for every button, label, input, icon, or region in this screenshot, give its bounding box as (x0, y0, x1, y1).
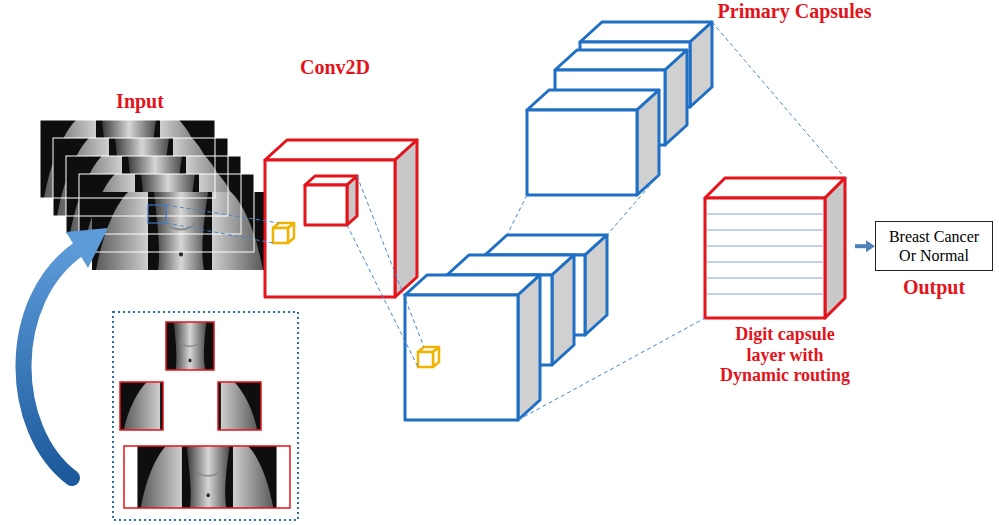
curved-arrow (23, 228, 108, 478)
projection-line (166, 205, 279, 223)
capsule-layer-node: Digit capsule layer with Dynamic routing (715, 176, 855, 386)
projection-line (166, 223, 273, 243)
arrow-head (866, 240, 875, 252)
layer-label: Primary Capsules (712, 0, 877, 23)
digit-capsule-cube (705, 178, 845, 318)
projection-line (357, 176, 424, 347)
capsule-line (707, 294, 823, 295)
cube-side (585, 235, 607, 335)
left-view (120, 382, 163, 430)
capsule-line (707, 262, 823, 263)
capsule-line (707, 246, 823, 247)
layer-label: Digit capsule layer with Dynamic routing (715, 324, 855, 386)
view-set (113, 312, 298, 520)
arrow-body (23, 248, 80, 478)
layer-node: Primary Capsules (712, 0, 877, 23)
cube-side (665, 50, 687, 145)
capsule-lines (707, 214, 823, 294)
arrow-head (66, 228, 108, 268)
output-text: Breast Cancer Or Normal (882, 227, 986, 265)
cube-side (637, 90, 659, 195)
cube-side (552, 255, 574, 365)
image-frame (79, 174, 254, 252)
cube-front (273, 228, 288, 243)
cube-front (305, 185, 347, 225)
connector-arrow (855, 240, 875, 252)
view-frame (120, 382, 163, 430)
layer-node: Conv2D (268, 56, 402, 79)
cube-front (405, 295, 518, 420)
projection-lines (166, 22, 845, 420)
cube-side (825, 178, 845, 318)
selection-patch (148, 205, 166, 223)
cube-front (418, 352, 433, 367)
view-frame (218, 382, 261, 430)
capsule-line (707, 230, 823, 231)
cube-side (395, 140, 417, 297)
projection-line (518, 318, 705, 420)
section-label: Input (90, 90, 190, 113)
conv-cube (265, 140, 417, 297)
cube-front (705, 198, 825, 318)
cube-side (690, 22, 712, 107)
front-view (166, 322, 214, 370)
projection-line (712, 22, 845, 178)
layer-label: Conv2D (268, 56, 402, 79)
connector-line (855, 244, 867, 248)
output-box: Breast Cancer Or NormalOutput (875, 221, 993, 271)
view-frame (166, 322, 214, 370)
cube-top (265, 140, 417, 160)
projection-line (607, 175, 659, 235)
right-view (218, 382, 261, 430)
kernel-cube (273, 223, 294, 243)
capsule-line (707, 214, 823, 215)
cube-side (518, 275, 540, 420)
cube-front (527, 110, 637, 195)
cube-top (705, 178, 845, 198)
view-frame (124, 446, 290, 508)
combined-view (137, 446, 276, 508)
capsule-line (707, 278, 823, 279)
primary-capsule-cubes (405, 22, 712, 420)
output-heading: Output (876, 276, 992, 299)
image-frame (66, 156, 241, 234)
dotted-frame (113, 312, 298, 520)
projection-line (347, 225, 418, 367)
projection-line (507, 195, 527, 235)
kernel-cube (418, 347, 439, 367)
cube-front (265, 160, 395, 297)
